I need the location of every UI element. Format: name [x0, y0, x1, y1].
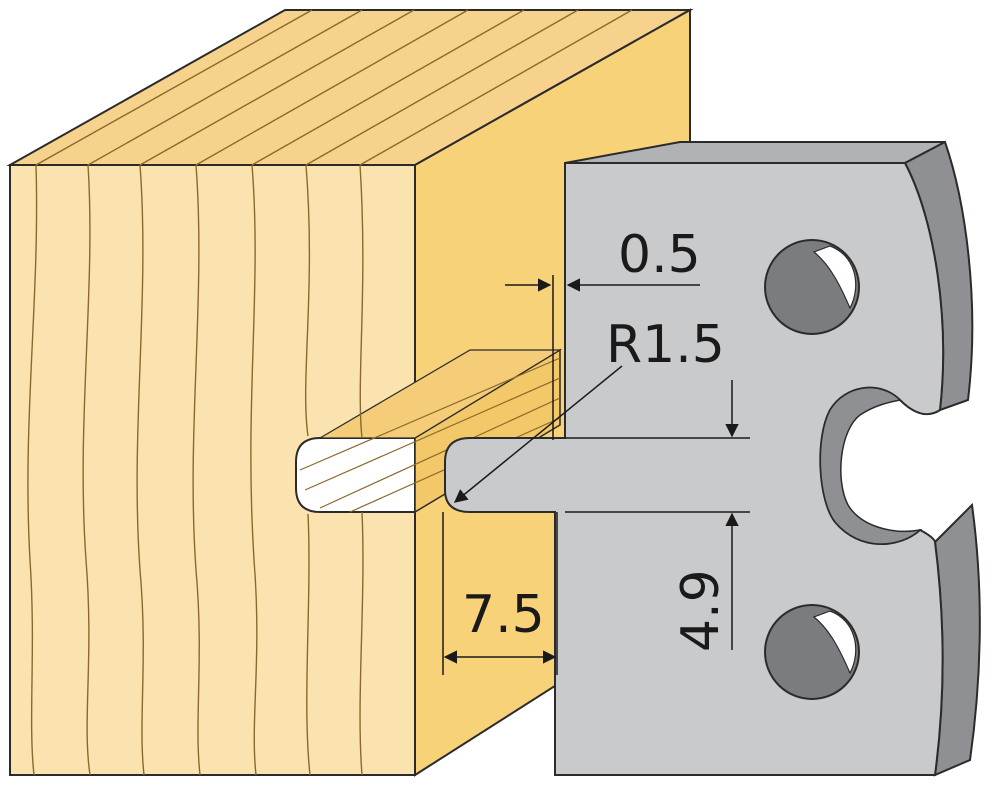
- dim-label-groove-offset: 0.5: [618, 225, 701, 285]
- wood-top-grain: [35, 9, 633, 166]
- wood-groove-floor: [317, 349, 563, 439]
- dim-label-tongue-height: 4.9: [671, 569, 731, 652]
- dim-label-tongue-depth: 7.5: [462, 585, 545, 645]
- dim-label-corner-radius: R1.5: [606, 315, 725, 375]
- lower-mounting-hole: [764, 604, 860, 700]
- upper-mounting-hole: [764, 239, 860, 335]
- wood-front-grain: [27, 164, 364, 776]
- profile-knife: [444, 140, 981, 777]
- dimension-lines: [442, 275, 750, 675]
- wood-front-face: [9, 164, 416, 776]
- knife-cutout-bevel: [819, 386, 923, 545]
